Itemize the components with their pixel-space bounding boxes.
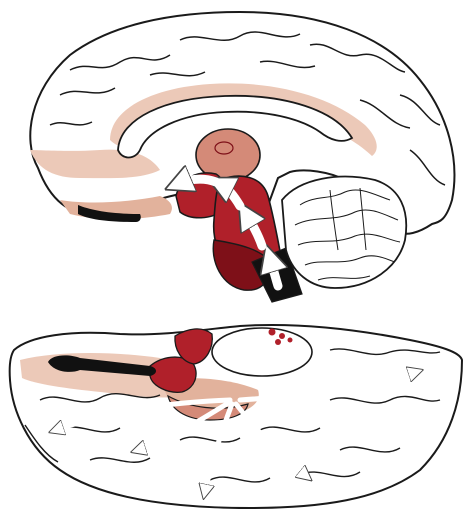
ventral-view <box>10 325 462 508</box>
sagittal-view <box>30 12 454 302</box>
white-arrow-icon <box>178 179 216 184</box>
cerebellum <box>282 177 406 288</box>
brainstem-section <box>212 328 312 376</box>
